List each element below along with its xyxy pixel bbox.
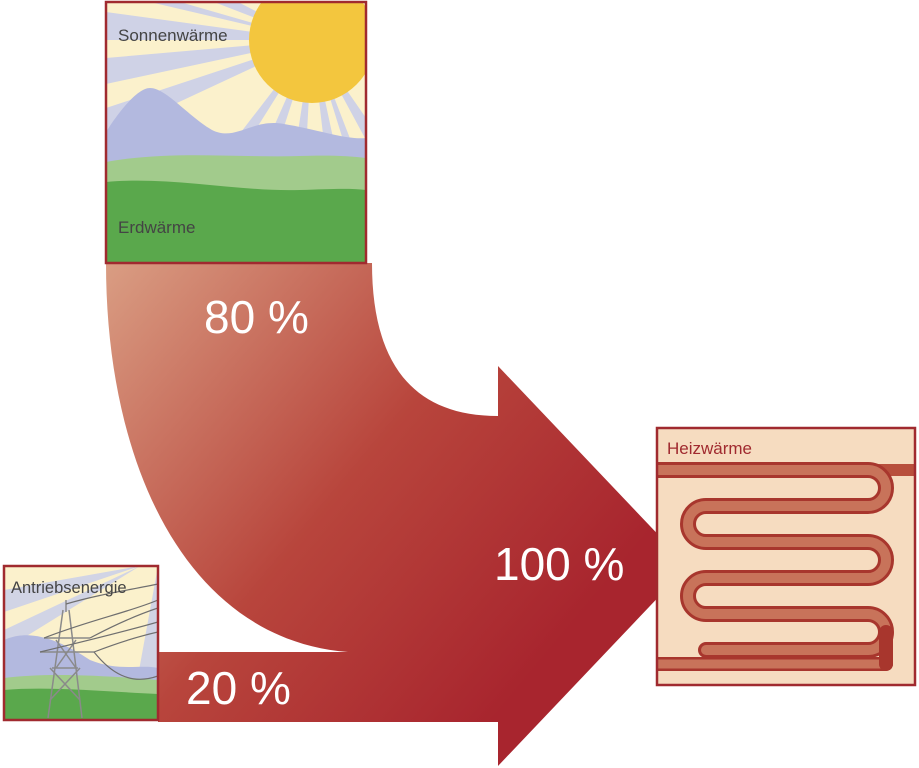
energy-flow-arrow xyxy=(106,263,688,766)
label-sonnenwaerme: Sonnenwärme xyxy=(118,26,228,45)
environment-heat-panel xyxy=(106,2,366,263)
heating-frame xyxy=(655,426,917,687)
environment-heat-frame xyxy=(104,0,368,265)
sun-icon xyxy=(249,2,366,103)
power-pylon-icon xyxy=(39,583,158,719)
label-heizwaerme: Heizwärme xyxy=(667,439,752,458)
drive-energy-frame xyxy=(2,564,160,722)
heating-panel xyxy=(657,428,915,685)
flow-total-percent: 100 % xyxy=(494,538,624,590)
label-erdwaerme: Erdwärme xyxy=(118,218,195,237)
meadow-dark xyxy=(106,180,366,263)
flow-environment-percent: 80 % xyxy=(204,291,309,343)
drive-energy-panel xyxy=(4,566,158,720)
flow-drive-percent: 20 % xyxy=(186,662,291,714)
label-antriebsenergie: Antriebsenergie xyxy=(11,579,127,597)
